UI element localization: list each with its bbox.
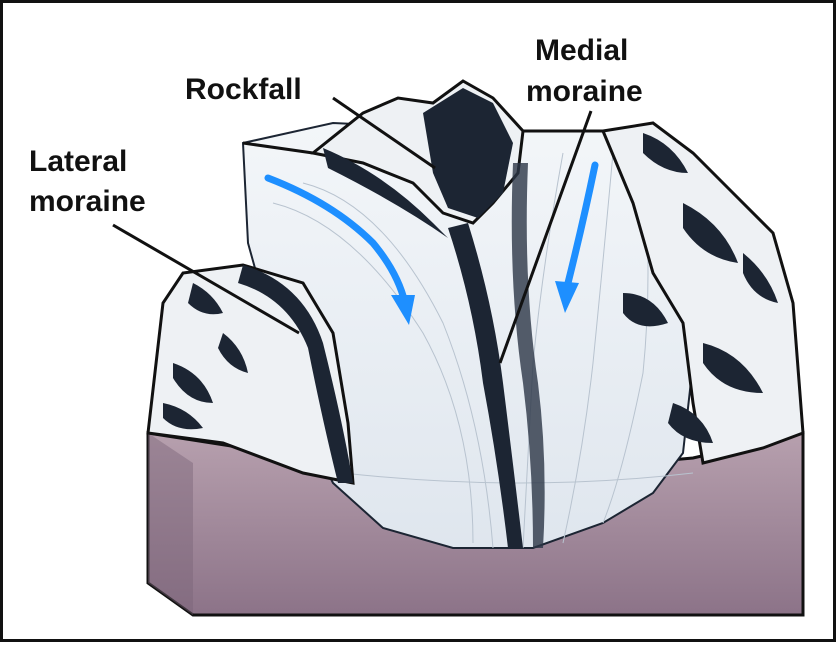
soil-front-shade <box>148 433 193 615</box>
lateral-moraine-label-line1: Lateral <box>29 145 127 178</box>
glacier-diagram: Rockfall Medial moraine Lateral moraine <box>3 3 836 645</box>
medial-moraine-label-line1: Medial <box>535 34 628 67</box>
lateral-moraine-label-line2: moraine <box>29 185 146 218</box>
rockfall-label: Rockfall <box>185 73 302 106</box>
medial-moraine-label-line2: moraine <box>526 75 643 108</box>
